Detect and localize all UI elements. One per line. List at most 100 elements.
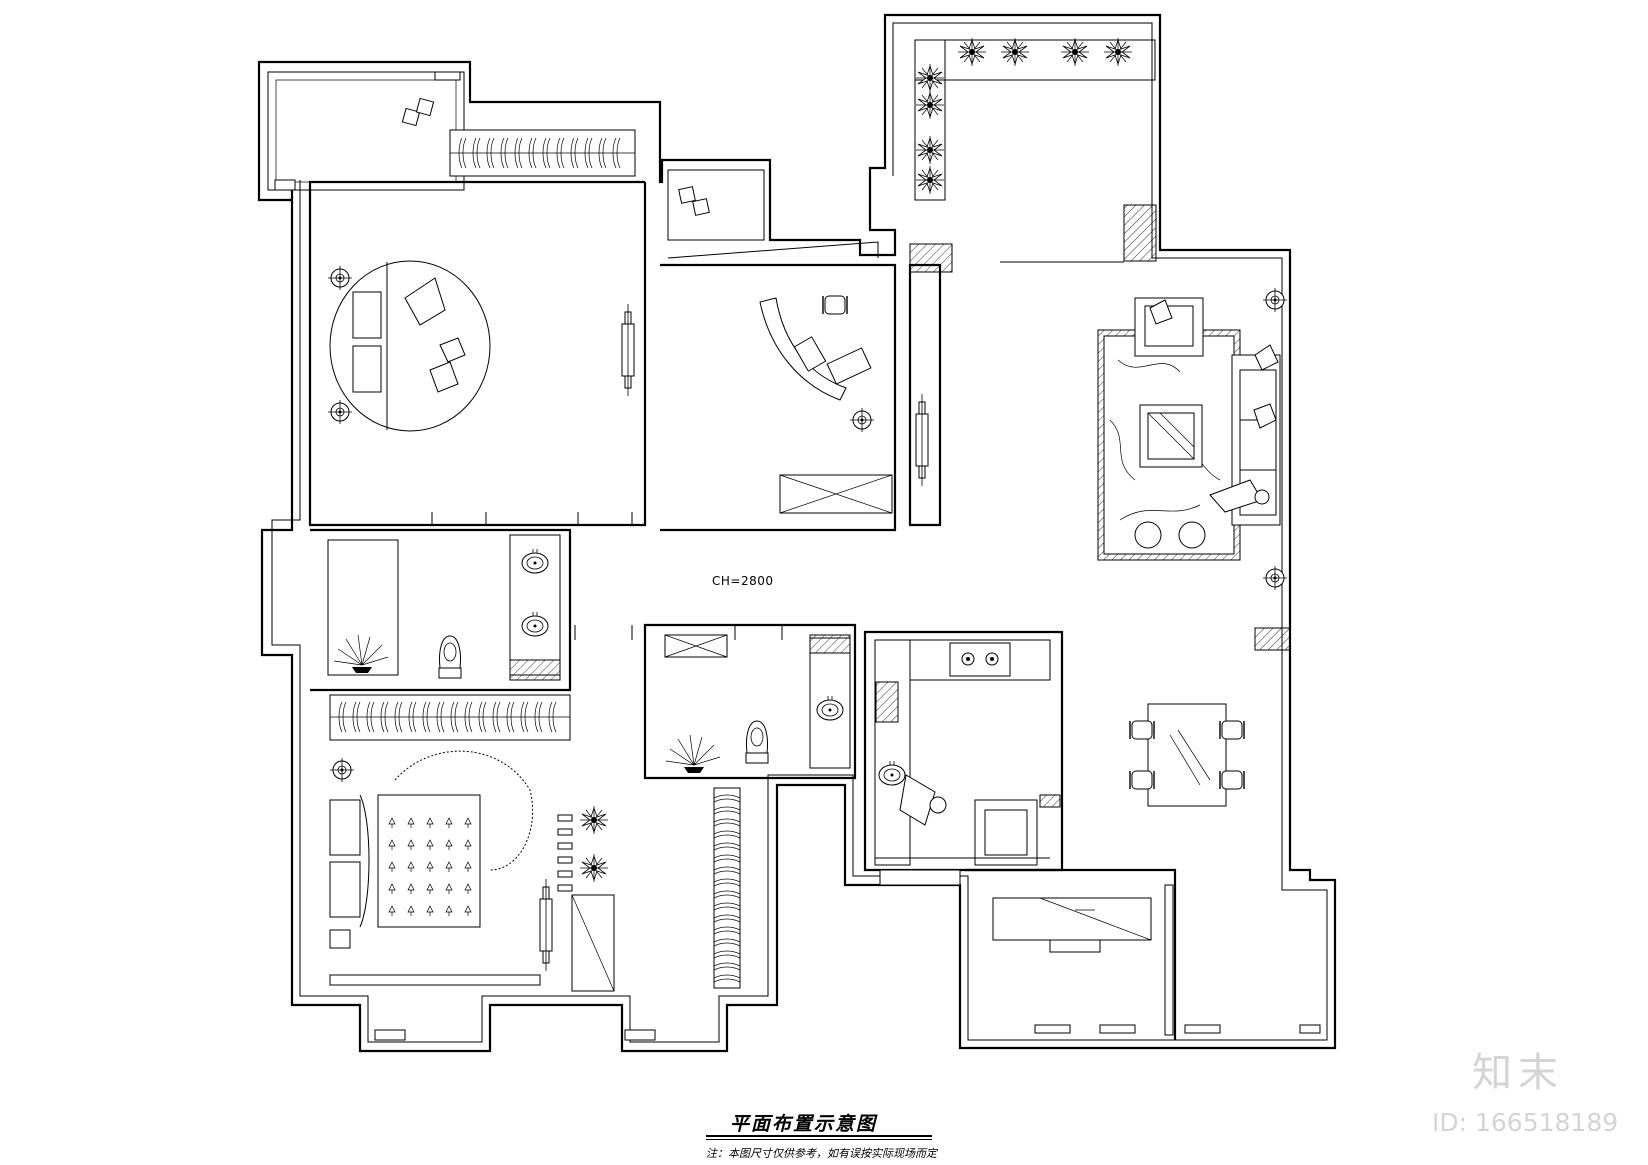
- hanger-mark: [520, 701, 529, 733]
- hanger-mark: [713, 950, 741, 959]
- potted-plant-icon: [1060, 37, 1090, 67]
- bed-pattern-mark: [388, 883, 396, 894]
- potted-plant-icon: [579, 805, 609, 835]
- watermark-id: ID: 166518189: [1432, 1108, 1619, 1137]
- shower-icon: [665, 734, 721, 774]
- hanger-mark: [528, 137, 537, 169]
- study-desk: [759, 297, 872, 401]
- potted-plant-icon: [1000, 37, 1030, 67]
- bed-pattern-mark: [464, 817, 472, 828]
- floor-lamp-icon: [1262, 565, 1288, 591]
- chair-icon: [1219, 720, 1245, 740]
- step-mark: [557, 814, 573, 822]
- hanger-mark: [478, 701, 487, 733]
- hanger-mark: [534, 701, 543, 733]
- hanger-mark: [486, 137, 495, 169]
- title-underline-thin: [706, 1139, 932, 1140]
- tv-icon: [539, 878, 553, 972]
- hanger-mark: [542, 137, 551, 169]
- hanger-mark: [713, 974, 741, 983]
- bed-pattern-mark: [426, 861, 434, 872]
- bed-pattern-mark: [464, 883, 472, 894]
- potted-plant-icon: [915, 90, 945, 120]
- hanger-mark: [380, 701, 389, 733]
- potted-plant-icon: [915, 165, 945, 195]
- hanger-mark: [422, 701, 431, 733]
- step-mark: [557, 884, 573, 892]
- floor-lamp-icon: [329, 757, 355, 783]
- hanger-mark: [492, 701, 501, 733]
- hanger-mark: [506, 701, 515, 733]
- title-underline: [706, 1135, 932, 1137]
- bed-pattern-mark: [407, 905, 415, 916]
- bed-pattern-mark: [388, 861, 396, 872]
- hanger-mark: [584, 137, 593, 169]
- hanger-mark: [713, 830, 741, 839]
- hanger-mark: [352, 701, 361, 733]
- ceiling-height-label: CH=2800: [712, 574, 774, 588]
- bed-pattern-mark: [407, 883, 415, 894]
- exterior-wall-outline: [257, 13, 1337, 1053]
- hanger-mark: [713, 902, 741, 911]
- step-mark: [557, 856, 573, 864]
- round-bed: [329, 260, 491, 432]
- bed-pattern-mark: [464, 861, 472, 872]
- chair-icon: [1129, 720, 1155, 740]
- bed-pattern-mark: [407, 839, 415, 850]
- hanger-mark: [713, 842, 741, 851]
- toilet-icon: [745, 720, 769, 764]
- hanger-mark: [713, 854, 741, 863]
- bed-pattern-mark: [426, 839, 434, 850]
- step-mark: [557, 828, 573, 836]
- hanger-mark: [394, 701, 403, 733]
- drawing-note: 注：本图尺寸仅供参考，如有误按实际现场而定: [706, 1147, 937, 1160]
- bed-pattern-mark: [445, 839, 453, 850]
- hanger-mark: [472, 137, 481, 169]
- chair-icon: [1219, 770, 1245, 790]
- floor-lamp-icon: [1262, 287, 1288, 313]
- potted-plant-icon: [915, 63, 945, 93]
- second-bed: [329, 750, 534, 928]
- bed-pattern-mark: [407, 817, 415, 828]
- toilet-icon: [438, 635, 462, 679]
- bed-pattern-mark: [407, 861, 415, 872]
- hanger-mark: [713, 914, 741, 923]
- step-mark: [557, 842, 573, 850]
- bed-pattern-mark: [426, 883, 434, 894]
- hanger-mark: [612, 137, 621, 169]
- hanger-mark: [556, 137, 565, 169]
- bed-pattern-mark: [445, 883, 453, 894]
- hanger-mark: [450, 701, 459, 733]
- bed-pattern-mark: [445, 817, 453, 828]
- dining-table: [1147, 703, 1227, 807]
- step-mark: [557, 870, 573, 878]
- wardrobe-second: [329, 694, 571, 741]
- potted-plant-icon: [957, 37, 987, 67]
- potted-plant-icon: [1103, 37, 1133, 67]
- chair-icon: [1129, 770, 1155, 790]
- hanger-mark: [713, 890, 741, 899]
- bed-pattern-mark: [445, 905, 453, 916]
- hanger-mark: [464, 701, 473, 733]
- hanger-mark: [713, 818, 741, 827]
- seated-figure: [1209, 479, 1270, 513]
- hanger-mark: [598, 137, 607, 169]
- potted-plant-icon: [579, 853, 609, 883]
- wardrobe-master: [449, 129, 636, 177]
- hanger-mark: [713, 806, 741, 815]
- bed-pattern-mark: [388, 817, 396, 828]
- drawing-title: 平面布置示意图: [730, 1113, 878, 1135]
- tv-icon: [915, 393, 929, 487]
- hanger-mark: [713, 878, 741, 887]
- hanger-mark: [514, 137, 523, 169]
- hanger-mark: [366, 701, 375, 733]
- tv-icon: [621, 303, 635, 397]
- bed-pattern-mark: [464, 905, 472, 916]
- hanger-mark: [436, 701, 445, 733]
- potted-plant-icon: [915, 135, 945, 165]
- floor-lamp-icon: [849, 407, 875, 433]
- hanger-mark: [548, 701, 557, 733]
- floor-lamp-icon: [327, 399, 353, 425]
- hanger-mark: [713, 794, 741, 803]
